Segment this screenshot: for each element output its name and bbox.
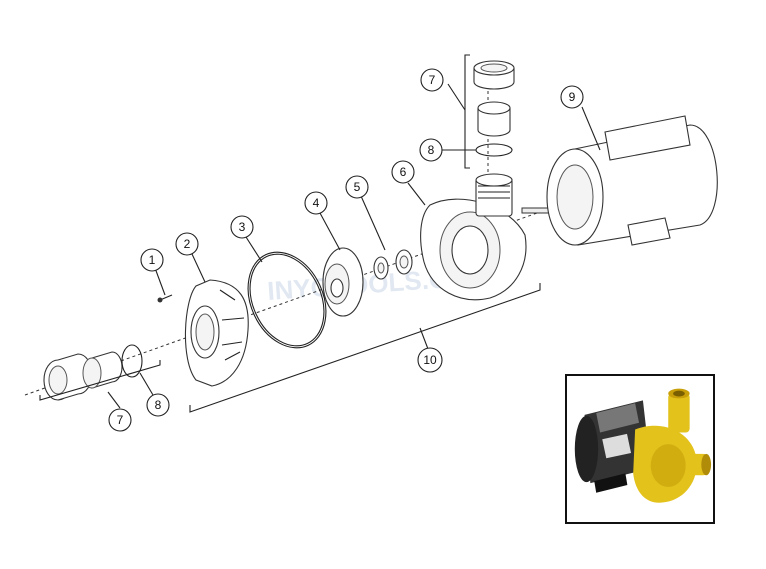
product-photo [565, 374, 715, 524]
o-ring-large-inner [249, 253, 325, 347]
callout-2: 2 [175, 232, 199, 256]
callout-7-lower: 7 [108, 408, 132, 432]
tail-piece-lower [82, 351, 123, 389]
callout-1: 1 [140, 248, 164, 272]
svg-text:1: 1 [149, 253, 156, 267]
seal-plate [184, 279, 249, 387]
callout-5: 5 [345, 175, 369, 199]
svg-text:7: 7 [429, 73, 436, 87]
shaft-seal [373, 249, 413, 280]
union-nut-lower [43, 353, 93, 401]
pump-photo-illustration [567, 376, 713, 522]
callout-leaders [107, 83, 601, 409]
bracket-upper [464, 54, 470, 169]
bracket-10 [189, 283, 541, 413]
svg-text:7: 7 [117, 413, 124, 427]
callout-3: 3 [230, 215, 254, 239]
callout-8-upper: 8 [419, 138, 443, 162]
bracket-lower-7 [39, 360, 161, 401]
union-nut-upper [473, 60, 515, 90]
callout-7-upper: 7 [420, 68, 444, 92]
o-ring-lower [121, 344, 143, 378]
callout-8-lower: 8 [146, 393, 170, 417]
svg-text:6: 6 [400, 165, 407, 179]
screw [157, 294, 173, 303]
impeller [322, 247, 364, 317]
svg-text:4: 4 [313, 196, 320, 210]
svg-text:3: 3 [239, 220, 246, 234]
callout-6: 6 [391, 160, 415, 184]
svg-text:5: 5 [354, 180, 361, 194]
tail-piece-upper [477, 101, 511, 137]
svg-text:8: 8 [155, 398, 162, 412]
svg-text:2: 2 [184, 237, 191, 251]
svg-text:9: 9 [569, 90, 576, 104]
callout-9: 9 [560, 85, 584, 109]
o-ring-upper [475, 143, 513, 157]
motor [521, 115, 718, 246]
svg-text:10: 10 [423, 353, 437, 367]
svg-text:8: 8 [428, 143, 435, 157]
o-ring-large [247, 251, 327, 349]
callout-10: 10 [417, 347, 443, 373]
pump-body-volute [420, 173, 527, 301]
callout-4: 4 [304, 191, 328, 215]
